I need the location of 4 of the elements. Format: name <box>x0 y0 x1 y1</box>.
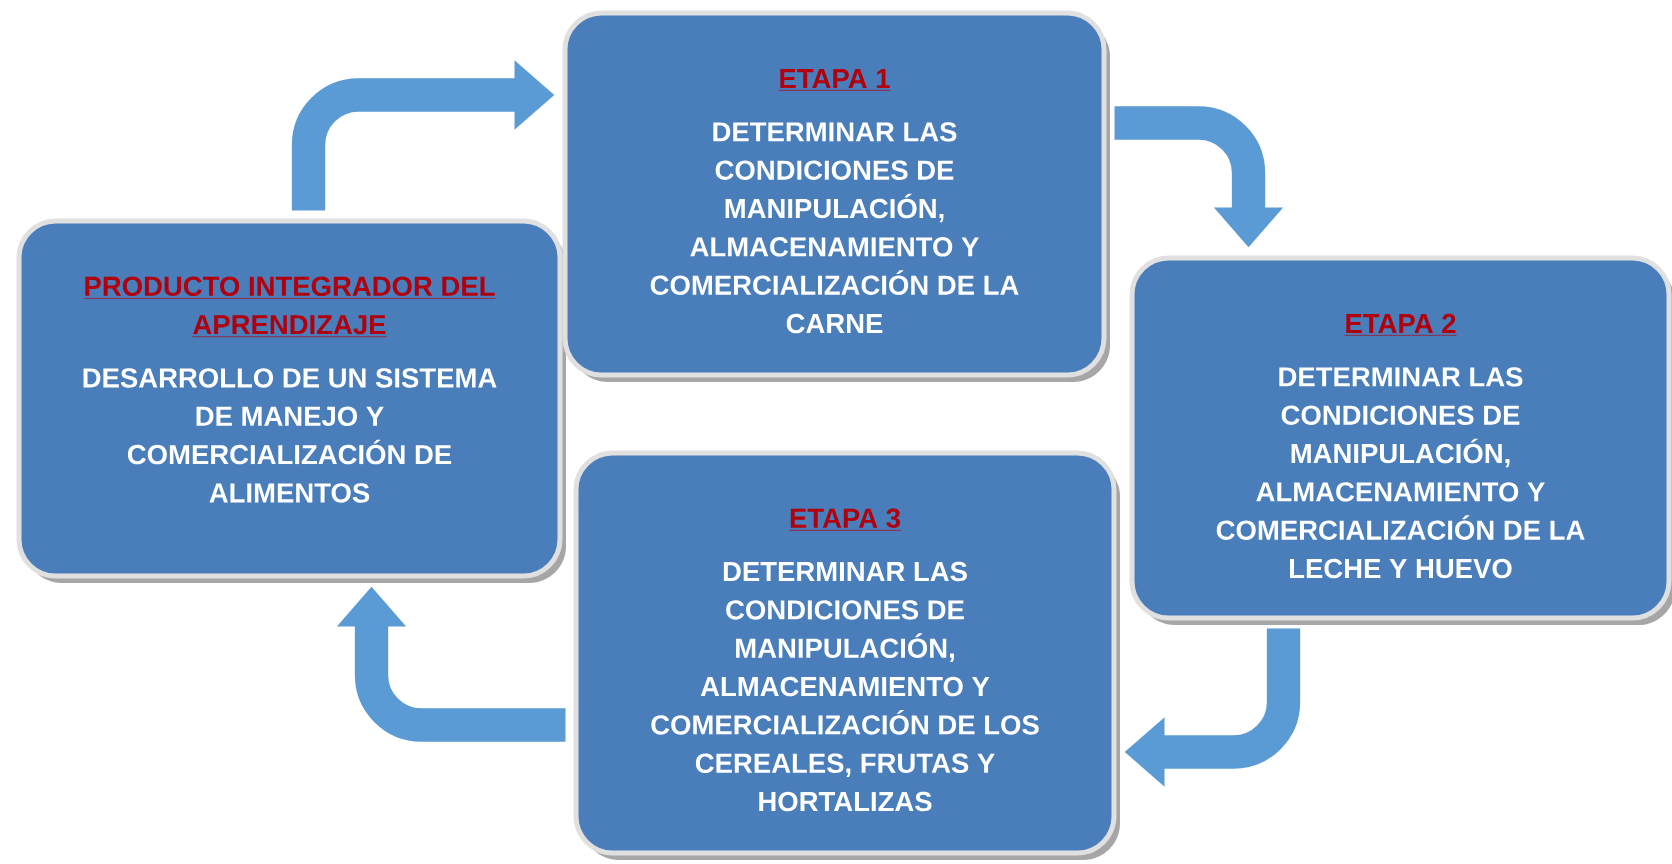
rounded-box: ETAPA 3 DETERMINAR LAS CONDICIONES DE MANIPULACIÓN, ALMACENAMIENTO Y COMERCIALIZACIÓN DE LOS CEREALES, FRUTAS Y HORTALIZAS <box>573 450 1120 860</box>
rounded-box: ETAPA 1 DETERMINAR LAS CONDICIONES DE MANIPULACIÓN, ALMACENAMIENTO Y COMERCIALIZACIÓN DE LA CARNE <box>562 10 1110 382</box>
rounded-box: PRODUCTO INTEGRADOR DEL APRENDIZAJE DESARROLLO DE UN SISTEMA DE MANEJO Y COMERCIALIZACIÓN DE ALIMENTOS <box>16 218 566 583</box>
rounded-box: ETAPA 2 DETERMINAR LAS CONDICIONES DE MANIPULACIÓN, ALMACENAMIENTO Y COMERCIALIZACIÓN DE LA LECHE Y HUEVO <box>1129 255 1672 625</box>
